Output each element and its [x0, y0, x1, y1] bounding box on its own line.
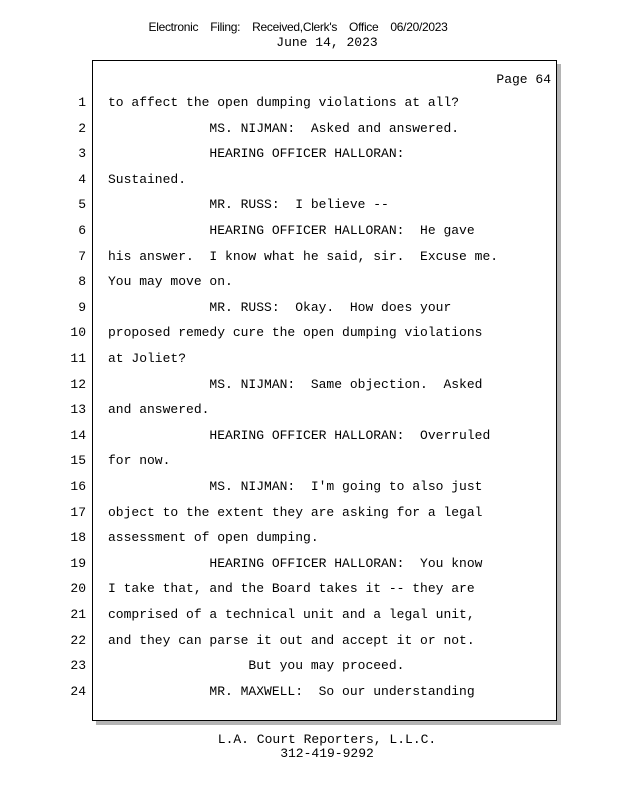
line-number: 17	[70, 504, 86, 520]
transcript-line: MS. NIJMAN: Asked and answered.	[108, 120, 460, 136]
transcript-line: MS. NIJMAN: I'm going to also just	[108, 479, 483, 494]
line-number: 10	[70, 325, 86, 341]
footer-company: L.A. Court Reporters, L.L.C.	[217, 732, 437, 747]
transcript-line: comprised of a technical unit and a lega…	[108, 607, 475, 622]
page-number: Page 64	[496, 72, 551, 87]
line-number: 22	[70, 632, 86, 648]
line-number: 19	[70, 555, 86, 571]
line-number: 3	[78, 146, 86, 162]
line-number: 7	[78, 248, 86, 264]
line-number: 16	[70, 479, 86, 494]
transcript-line: MR. MAXWELL: So our understanding	[108, 683, 475, 699]
transcript-page-box	[92, 60, 557, 721]
transcript-line: and they can parse it out and accept it …	[108, 632, 475, 648]
line-number: 18	[70, 530, 86, 546]
line-number: 8	[78, 274, 86, 290]
line-number: 13	[70, 402, 86, 418]
transcript-line: HEARING OFFICER HALLORAN: He gave	[108, 223, 475, 238]
transcript-line: for now.	[108, 453, 171, 469]
transcript-line: at Joliet?	[108, 351, 187, 366]
line-number: 14	[70, 427, 86, 443]
transcript-line: HEARING OFFICER HALLORAN: You know	[108, 555, 483, 571]
transcript-line: You may move on.	[108, 274, 233, 290]
line-number: 2	[78, 120, 86, 136]
filing-stamp: Electronic Filing: Received,Clerk's Offi…	[148, 20, 448, 34]
line-number: 6	[78, 223, 86, 238]
transcript-line: proposed remedy cure the open dumping vi…	[108, 325, 483, 341]
transcript-line: MS. NIJMAN: Same objection. Asked	[108, 376, 483, 392]
transcript-line: I take that, and the Board takes it -- t…	[108, 581, 475, 597]
transcript-line: object to the extent they are asking for…	[108, 504, 483, 520]
transcript-line: But you may proceed.	[108, 658, 405, 674]
footer-phone: 312-419-9292	[280, 746, 374, 761]
transcript-line: MR. RUSS: I believe --	[108, 197, 389, 213]
line-number: 20	[70, 581, 86, 597]
line-number: 21	[70, 607, 86, 622]
line-number: 9	[78, 299, 86, 315]
line-number: 24	[70, 683, 86, 699]
line-number: 15	[70, 453, 86, 469]
line-number: 11	[70, 351, 86, 366]
transcript-line: HEARING OFFICER HALLORAN: Overruled	[108, 427, 491, 443]
transcript-line: assessment of open dumping.	[108, 530, 319, 546]
transcript-line: to affect the open dumping violations at…	[108, 95, 460, 110]
transcript-date: June 14, 2023	[276, 35, 378, 50]
line-number: 1	[78, 95, 86, 110]
transcript-line: MR. RUSS: Okay. How does your	[108, 299, 452, 315]
transcript-line: his answer. I know what he said, sir. Ex…	[108, 248, 499, 264]
line-number: 23	[70, 658, 86, 674]
line-number: 5	[78, 197, 86, 213]
transcript-line: Sustained.	[108, 171, 187, 187]
transcript-line: HEARING OFFICER HALLORAN:	[108, 146, 405, 162]
transcript-line: and answered.	[108, 402, 210, 418]
line-number: 4	[78, 171, 86, 187]
line-number: 12	[70, 376, 86, 392]
